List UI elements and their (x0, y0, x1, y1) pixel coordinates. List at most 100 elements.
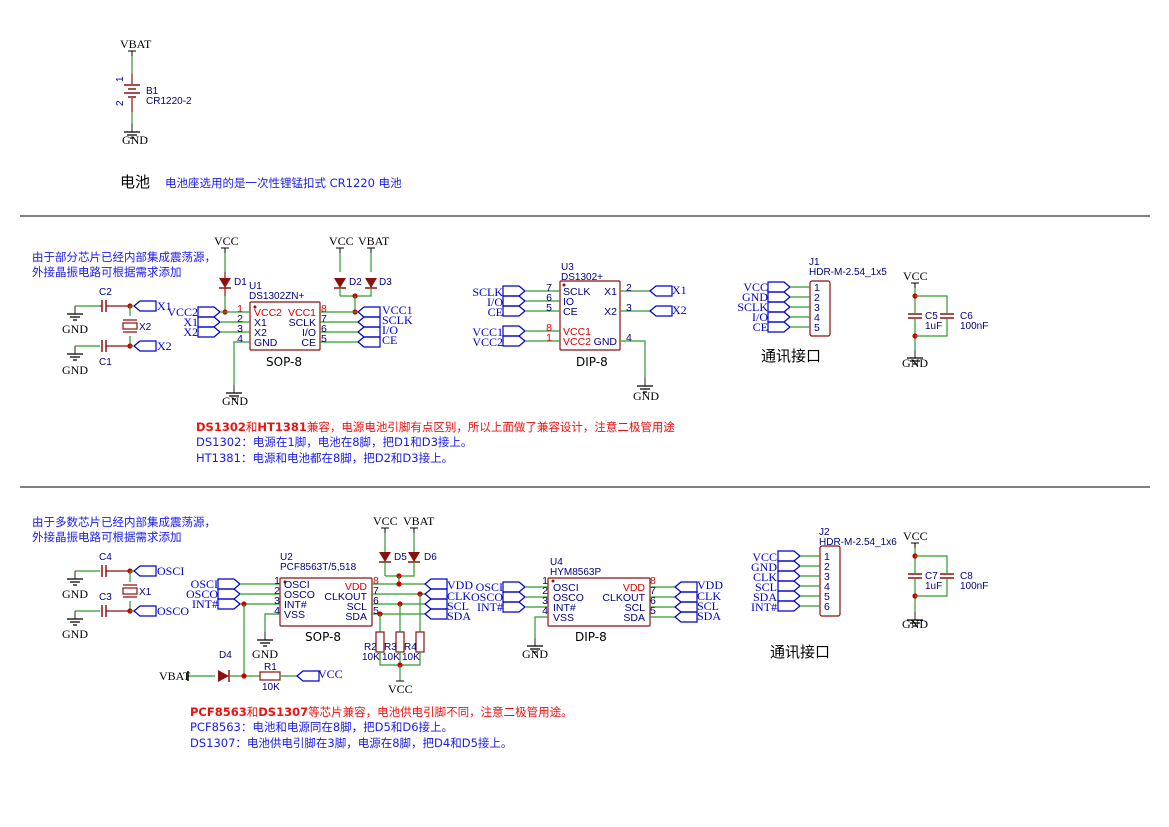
pin-name: VSS (284, 609, 305, 621)
net-label: OSCI (476, 580, 503, 594)
power-port-icon (128, 50, 136, 56)
capacitor-icon (940, 313, 954, 319)
net-label-osco: OSCO (157, 604, 189, 618)
battery-ref: B1 (146, 86, 159, 97)
power-label-gnd: GND (62, 587, 88, 601)
power-port-icon (410, 527, 418, 533)
power-label-gnd: GND (633, 389, 659, 403)
connector-ref-j1: J1 (809, 257, 820, 268)
power-label-gnd: GND (122, 133, 148, 147)
pin-number: 5 (650, 605, 656, 617)
pin-number: 4 (814, 312, 820, 324)
net-label-x1: X1 (157, 299, 172, 313)
pin-name: I/O (302, 327, 316, 339)
pin-number: 7 (546, 282, 552, 294)
note-bold: PCF8563 (190, 705, 247, 719)
pin-name: GND (254, 337, 278, 349)
pin-number: 7 (321, 313, 327, 325)
capacitor-icon (101, 340, 107, 352)
power-label-gnd: GND (252, 647, 278, 661)
net-flag-icon (674, 601, 698, 613)
pin-name: X1 (604, 286, 617, 298)
power-label-vcc: VCC (903, 529, 928, 543)
battery-icon (124, 84, 140, 98)
net-label: CE (382, 333, 397, 347)
power-label-gnd: GND (62, 363, 88, 377)
power-port-icon (336, 247, 344, 253)
power-label-vcc: VCC (329, 234, 354, 248)
wire (915, 579, 948, 597)
pin-number: 3 (542, 595, 548, 607)
pin-name: CLKOUT (602, 592, 645, 604)
net-label: CE (488, 305, 503, 319)
crystal-ref-x2: X2 (139, 322, 152, 333)
net-label-x2: X2 (157, 339, 172, 353)
net-flag-icon (424, 588, 448, 600)
net-label: SCLK (737, 300, 768, 314)
pin-number: 5 (546, 302, 552, 314)
pin-name: CE (301, 337, 316, 349)
interface-title: 通讯接口 (770, 643, 830, 661)
power-port-icon (221, 247, 229, 253)
pin-number: 3 (274, 595, 280, 607)
pin-name: X2 (254, 327, 267, 339)
pin-number: 5 (824, 591, 830, 603)
net-flag-icon (502, 335, 526, 347)
pin1-dot (253, 305, 257, 309)
compat-note-line3: DS1307：电池供电引脚在3脚，电源在8脚，把D4和D5接上。 (190, 736, 512, 750)
ic-part-u4: HYM8563P (550, 567, 601, 578)
pin-number: 2 (824, 561, 830, 573)
ground-icon (907, 357, 923, 365)
resistor-value-r2: 10K (362, 652, 380, 663)
diode-icon (365, 278, 377, 288)
cap-ref-c5: C5 (925, 311, 938, 322)
net-label: SCL (755, 580, 777, 594)
cap-ref-c6: C6 (960, 311, 973, 322)
net-flag-icon (424, 578, 448, 590)
pin-number: 1 (115, 76, 126, 82)
package-label: DIP-8 (575, 630, 607, 644)
note-text: 兼容，电源电池引脚有点区别，所以上面做了兼容设计，注意二极管用途 (307, 420, 675, 434)
net-flag-icon (777, 600, 801, 612)
net-flag-icon (674, 591, 698, 603)
pin-name: SCLK (563, 286, 590, 298)
diode-ref-d4: D4 (219, 650, 232, 661)
net-flag-icon (777, 580, 801, 592)
pin-name: CE (563, 306, 578, 318)
pin-name: VSS (553, 612, 574, 624)
note-bold: DS1307 (258, 705, 308, 719)
battery-value: CR1220-2 (146, 96, 192, 107)
diode-icon (379, 552, 391, 562)
pin-name: OSCI (553, 582, 579, 594)
net-flag-icon (767, 321, 791, 333)
wire (915, 295, 948, 313)
connector-part-j2: HDR-M-2.54_1x6 (819, 537, 897, 548)
crystal-plates (123, 319, 137, 333)
net-flag-icon (357, 336, 381, 348)
net-flag-icon (777, 560, 801, 572)
resistor-icon (395, 631, 405, 653)
net-flag-icon (777, 590, 801, 602)
net-label: SCL (447, 599, 469, 613)
diode-icon (218, 670, 229, 682)
pin-name: OSCO (553, 592, 584, 604)
wire (620, 340, 646, 378)
capacitor-icon (908, 573, 922, 579)
u1-right-pins: 8 7 6 5 VCC1 SCLK I/O CE (288, 303, 327, 349)
ic-body (547, 577, 651, 627)
power-label-vcc: VCC (903, 269, 928, 283)
resistor-icon (415, 631, 425, 653)
pin-number: 6 (321, 323, 327, 335)
cap-ref-c7: C7 (925, 571, 938, 582)
net-label: VDD (697, 578, 723, 592)
net-label: CE (753, 320, 768, 334)
net-flag-icon (767, 281, 791, 293)
cap-ref-c1: C1 (99, 357, 112, 368)
net-label: VCC (752, 550, 777, 564)
package-label: SOP-8 (266, 355, 302, 369)
net-label: SCLK (472, 285, 503, 299)
net-flag-icon (133, 340, 157, 352)
capacitor-icon (940, 573, 954, 579)
diode-icon (334, 278, 346, 288)
pin-name: SCL (347, 601, 368, 613)
